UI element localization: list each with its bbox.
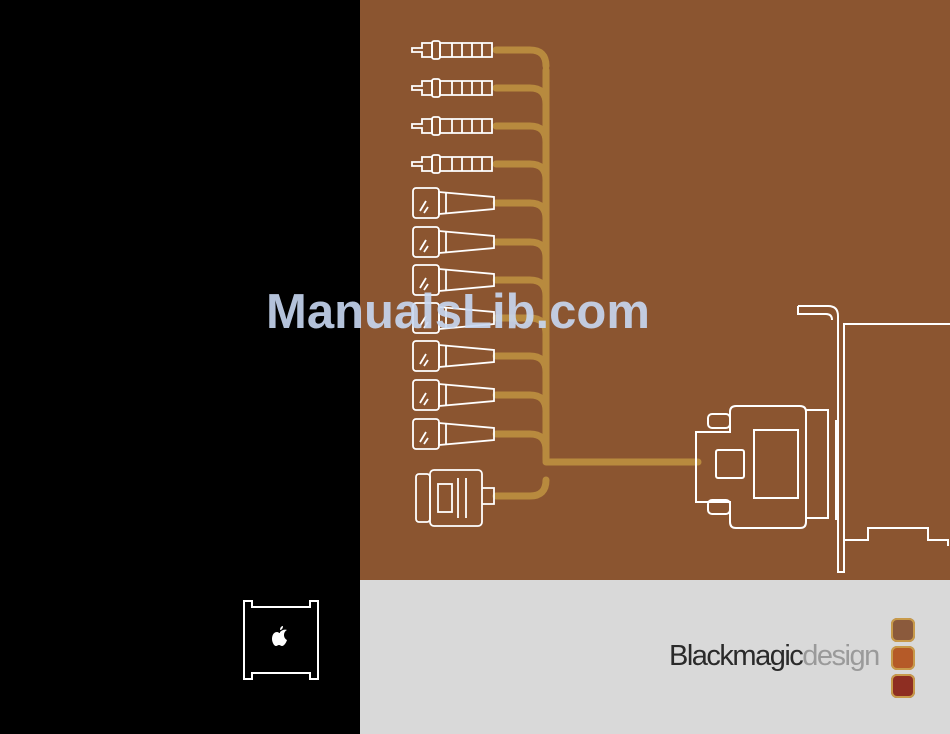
brand-logo: Blackmagicdesign <box>669 640 879 673</box>
rca-connectors <box>412 41 492 173</box>
brand-swatch-middle <box>891 646 915 670</box>
rca-connector-icon <box>412 155 492 173</box>
large-dvi-connector-icon <box>696 406 828 528</box>
rca-connector-icon <box>412 117 492 135</box>
small-dvi-connector-icon <box>416 470 494 526</box>
bnc-connector-icon <box>413 380 494 410</box>
rca-connector-icon <box>412 41 492 59</box>
watermark-text: ManualsLib.com <box>266 284 650 340</box>
brand-swatch-bottom <box>891 674 915 698</box>
brand-swatch-top <box>891 618 915 642</box>
brand-name-part2: design <box>802 640 878 672</box>
bnc-connector-icon <box>413 227 494 257</box>
bnc-connector-icon <box>413 419 494 449</box>
brand-name-part1: Blackmagic <box>669 640 802 672</box>
rca-connector-icon <box>412 79 492 97</box>
pci-card-icon <box>798 306 950 572</box>
bnc-connector-icon <box>413 188 494 218</box>
apple-logo-icon <box>272 626 287 646</box>
bnc-connector-icon <box>413 341 494 371</box>
